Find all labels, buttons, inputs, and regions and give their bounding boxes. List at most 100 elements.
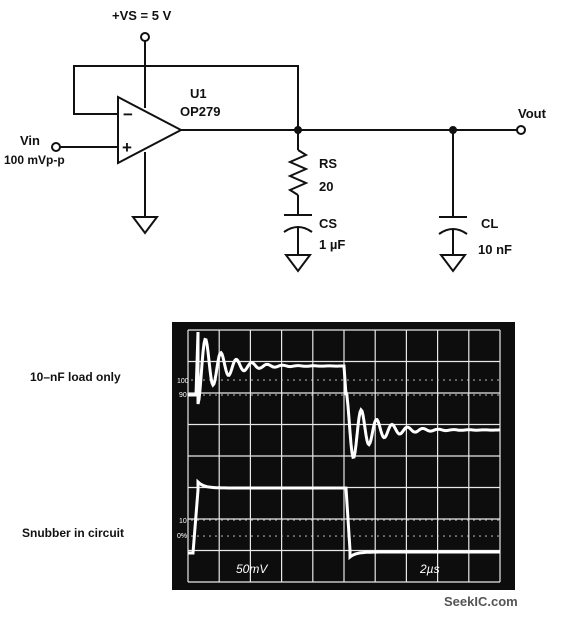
grid-dot <box>455 519 457 521</box>
grid-dot <box>401 379 403 381</box>
grid-dot <box>395 535 397 537</box>
grid-dot <box>323 519 325 521</box>
grid-dot <box>215 519 217 521</box>
grid-dot <box>365 394 367 396</box>
supply-label: +VS = 5 V <box>112 8 172 23</box>
grid-dot <box>275 535 277 537</box>
grid-dot <box>389 535 391 537</box>
grid-dot <box>491 535 493 537</box>
grid-dot <box>263 519 265 521</box>
grid-dot <box>383 379 385 381</box>
grid-dot <box>269 535 271 537</box>
grid-dot <box>383 394 385 396</box>
grid-dot <box>329 519 331 521</box>
grid-dot <box>431 535 433 537</box>
scope-label-top: 10–nF load only <box>30 370 121 384</box>
grid-dot <box>251 379 253 381</box>
grid-dot <box>437 535 439 537</box>
opamp-symbol <box>117 95 184 165</box>
input-label: Vin <box>20 133 40 148</box>
grid-dot <box>293 535 295 537</box>
grid-dot <box>371 379 373 381</box>
grid-dot <box>203 535 205 537</box>
grid-dot <box>479 394 481 396</box>
grid-dot <box>365 519 367 521</box>
grid-dot <box>245 394 247 396</box>
marker-100: 100 <box>177 378 189 385</box>
grid-dot <box>227 394 229 396</box>
grid-dot <box>419 535 421 537</box>
grid-dot <box>461 519 463 521</box>
grid-dot <box>341 535 343 537</box>
grid-dot <box>491 519 493 521</box>
grid-dot <box>197 535 199 537</box>
grid-dot <box>287 535 289 537</box>
grid-dot <box>281 379 283 381</box>
grid-dot <box>317 519 319 521</box>
grid-dot <box>257 394 259 396</box>
feedback-wire <box>73 65 299 130</box>
grid-dot <box>449 535 451 537</box>
grid-dot <box>299 379 301 381</box>
grid-dot <box>497 519 499 521</box>
grid-dot <box>431 394 433 396</box>
grid-dot <box>221 519 223 521</box>
rs-resistor <box>287 149 309 196</box>
junction-dot-cl <box>449 126 457 134</box>
grid-dot <box>353 394 355 396</box>
grid-dot <box>443 379 445 381</box>
grid-dot <box>431 519 433 521</box>
grid-dot <box>233 394 235 396</box>
grid-dot <box>329 379 331 381</box>
grid-dot <box>395 394 397 396</box>
grid-dot <box>419 394 421 396</box>
grid-dot <box>383 535 385 537</box>
grid-dot <box>365 535 367 537</box>
grid-dot <box>215 394 217 396</box>
grid-dot <box>359 379 361 381</box>
grid-dot <box>203 394 205 396</box>
grid-dot <box>365 379 367 381</box>
grid-dot <box>281 535 283 537</box>
grid-dot <box>209 394 211 396</box>
grid-dot <box>377 379 379 381</box>
grid-dot <box>425 379 427 381</box>
grid-dot <box>377 535 379 537</box>
supply-terminal <box>140 32 150 42</box>
grid-dot <box>287 379 289 381</box>
grid-dot <box>461 535 463 537</box>
cs-name-label: CS <box>319 216 337 231</box>
marker-90: 90 <box>179 392 187 399</box>
grid-dot <box>359 394 361 396</box>
grid-dot <box>455 394 457 396</box>
rs-value-label: 20 <box>319 179 333 194</box>
grid-dot <box>263 379 265 381</box>
grid-dot <box>335 535 337 537</box>
grid-dot <box>251 535 253 537</box>
time-per-div-label: 2µs <box>419 562 440 576</box>
grid-dot <box>317 379 319 381</box>
grid-dot <box>197 519 199 521</box>
grid-dot <box>233 519 235 521</box>
grid-dot <box>473 394 475 396</box>
grid-dot <box>323 394 325 396</box>
grid-dot <box>227 535 229 537</box>
grid-dot <box>413 535 415 537</box>
grid-dot <box>491 379 493 381</box>
grid-dot <box>371 394 373 396</box>
grid-dot <box>395 379 397 381</box>
cl-name-label: CL <box>481 216 498 231</box>
grid-dot <box>377 394 379 396</box>
grid-dot <box>269 379 271 381</box>
grid-dot <box>311 394 313 396</box>
grid-dot <box>305 379 307 381</box>
grid-dot <box>467 379 469 381</box>
grid-dot <box>479 535 481 537</box>
grid-dot <box>455 535 457 537</box>
grid-dot <box>443 519 445 521</box>
grid-dot <box>389 519 391 521</box>
grid-dot <box>257 519 259 521</box>
ground-symbol-cl <box>439 254 467 273</box>
grid-dot <box>209 519 211 521</box>
